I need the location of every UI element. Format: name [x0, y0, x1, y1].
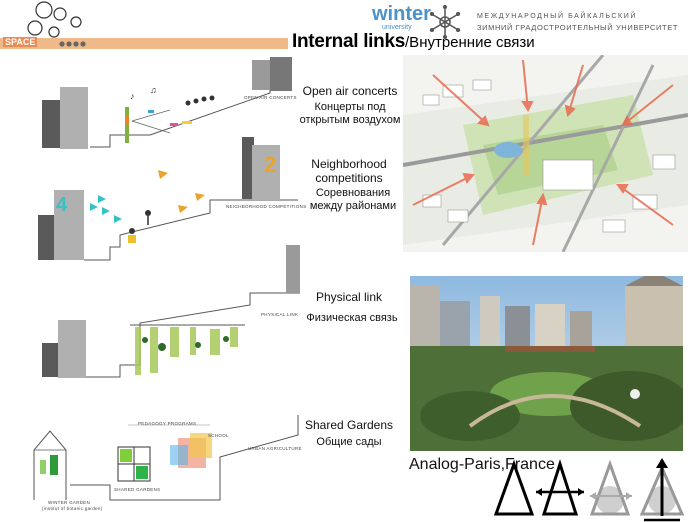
- header-band: [0, 38, 288, 49]
- label-gardens-ru: Общие сады: [316, 436, 382, 448]
- label-competitions-en: Neighborhood competitions: [311, 157, 387, 186]
- triangle-diagrams: [493, 458, 685, 522]
- triangle-arrows-icon: [536, 459, 584, 516]
- label-physical-en: Physical link: [315, 290, 383, 304]
- space-logo: [19, 1, 86, 47]
- university-name-line2: ЗИМНИЙ ГРАДОСТРОИТЕЛЬНЫЙ УНИВЕРСИТЕТ: [477, 23, 679, 32]
- garden-label-winter-sub: (institut of botanic garden): [42, 506, 103, 511]
- section-gardens: [33, 415, 299, 501]
- analog-caption: Analog-Paris,France: [409, 456, 555, 473]
- title-en: Internal links: [292, 31, 406, 52]
- garden-label-winter: WINTER GARDEN: [48, 500, 91, 505]
- snowflake-icon: [429, 5, 461, 39]
- section-number-left: 4: [56, 194, 68, 216]
- label-physical-ru: Физическая связь: [306, 312, 398, 324]
- label-open-air-ru: Концерты под открытым воздухом: [299, 101, 401, 126]
- label-open-air-en: Open air concerts: [302, 84, 398, 98]
- svg-text:♫: ♫: [150, 85, 157, 95]
- tag-open-air: OPEN AIR CONCERTS: [244, 95, 297, 100]
- page-title: Internal links/Внутренние связи: [292, 31, 535, 53]
- space-label: SPACE: [3, 37, 38, 47]
- section-competitions: [38, 137, 298, 261]
- masterplan-sketch: [403, 55, 688, 252]
- garden-label-shared: SHARED GARDENS: [114, 487, 161, 492]
- tag-physical-link: PHYSICAL LINK: [261, 312, 299, 317]
- svg-text:♪: ♪: [130, 91, 135, 101]
- garden-label-school: SCHOOL: [208, 433, 229, 438]
- garden-label-pedagogy: PEDAGOGY PROGRAMS: [138, 421, 197, 426]
- tag-urban-agriculture: URBAN AGRICULTURE: [248, 446, 302, 451]
- section-open-air: ♪♫: [42, 57, 292, 149]
- tag-competitions: NEIGHBORHOOD COMPETITIONS: [226, 204, 307, 209]
- title-ru: /Внутренние связи: [405, 34, 535, 51]
- winter-logo-sub: university: [382, 24, 412, 31]
- triangle-plain-icon: [493, 459, 535, 516]
- label-competitions-ru: Соревнования между районами: [309, 187, 397, 212]
- sections-drawing: ♪♫: [33, 57, 300, 501]
- paris-photo: [410, 276, 683, 451]
- triangle-up-arrow-icon: [639, 458, 685, 522]
- winter-logo-word: winter: [372, 3, 431, 25]
- label-gardens-en: Shared Gardens: [304, 418, 394, 432]
- section-physical-link: [42, 245, 300, 378]
- triangle-sphere-icon: [589, 459, 632, 516]
- university-name-line1: МЕЖДУНАРОДНЫЙ БАЙКАЛЬСКИЙ: [477, 13, 637, 20]
- section-number-right: 2: [264, 152, 277, 177]
